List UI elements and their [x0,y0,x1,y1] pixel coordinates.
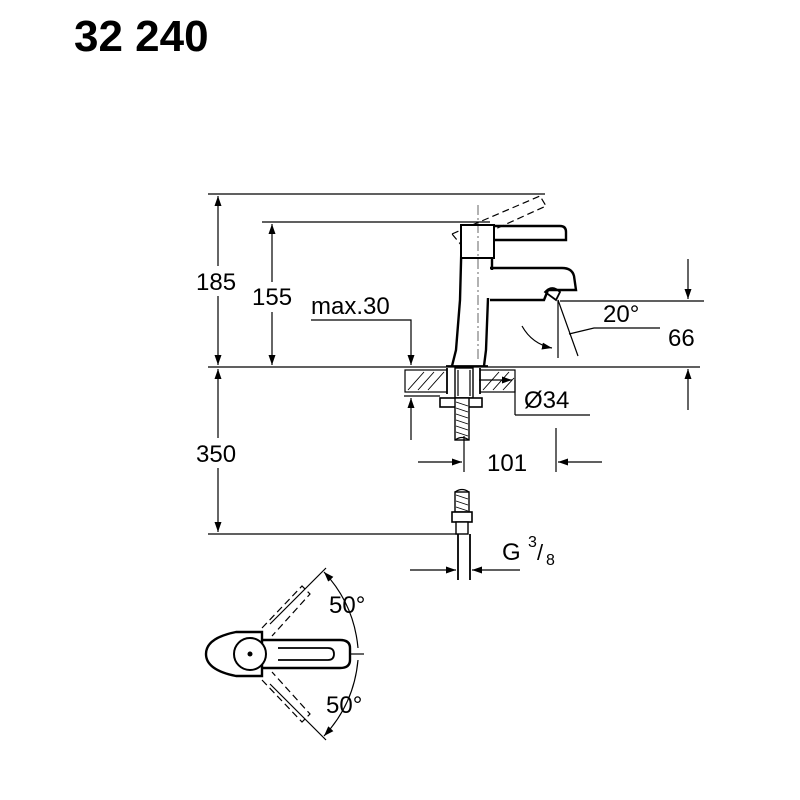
dim-185-label: 185 [196,269,236,296]
dimension-dia34: Ø34 [479,376,590,416]
dim-155-label: 155 [252,284,292,311]
thread-slash: / [537,540,544,565]
thread-g-label: G [502,539,521,566]
flex-hose-lower [451,488,473,580]
flex-hose-upper [454,397,470,441]
dimension-max30: max.30 [311,293,440,440]
dim-66-label: 66 [668,325,695,352]
angle-20-label: 20° [603,301,639,328]
extension-lines [208,193,700,535]
angle-50-up-label: 50° [329,592,365,619]
thread-denominator: 8 [546,552,555,569]
dimension-185: 185 [192,196,244,365]
dim-350-label: 350 [196,441,236,468]
dim-dia34-label: Ø34 [524,387,569,414]
dimension-angle-20: 20° [521,299,660,358]
dimension-66: 66 [560,259,704,410]
dimension-101: 101 [418,428,602,477]
dimension-thread: G 3 / 8 [410,534,555,574]
product-number: 32 240 [74,12,209,61]
thread-numerator: 3 [528,534,537,551]
dimension-350: 350 [192,369,244,532]
top-view: 50° 50° [204,567,365,741]
dim-max30-label: max.30 [311,293,390,320]
dim-101-label: 101 [487,450,527,477]
faucet-body [446,195,578,367]
angle-50-down-label: 50° [326,692,362,719]
dimension-155: 155 [248,224,302,365]
